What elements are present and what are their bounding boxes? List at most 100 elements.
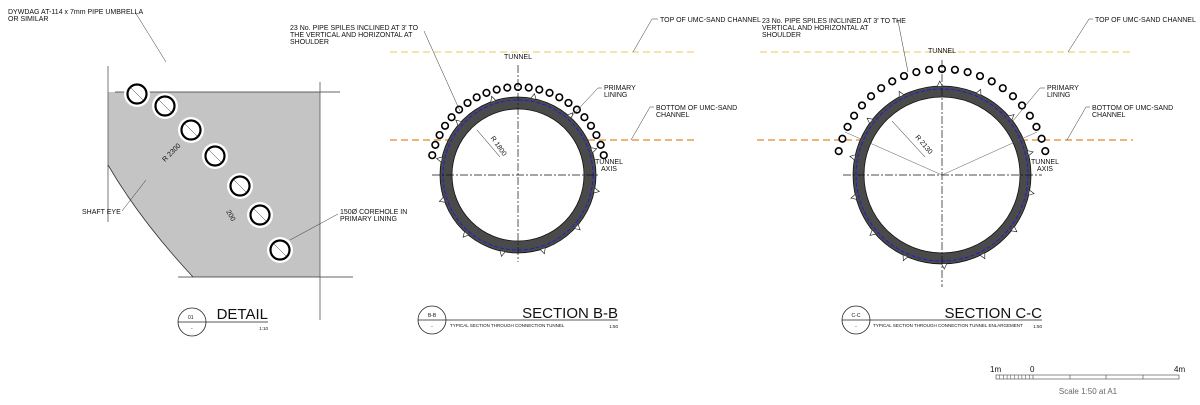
top-channel-label: TOP OF UMC-SAND CHANNEL [660,17,761,24]
scale-right-label: 4m [1174,365,1185,374]
rock-bolt-marker [850,194,857,200]
rock-bolt-marker [849,154,856,161]
scale-caption: Scale 1:50 at A1 [1059,387,1118,396]
primary-lining-label-2: LINING [604,92,627,99]
pipe-spile [428,151,437,160]
pipe-axis [253,208,267,222]
rock-bolt-marker [1028,189,1035,196]
rock-bolt-marker [435,156,443,163]
pipe-spile [463,98,472,108]
detail-title: DETAIL [217,306,268,323]
pipe-spile [998,84,1007,93]
tunnel-axis-label: TUNNEL [1031,159,1059,166]
pipe-spile [1017,101,1027,110]
bottom-channel-label-2: CHANNEL [656,112,690,119]
pipe-axis [208,149,222,163]
pipe-spile [877,84,886,93]
rock-bolt-marker [980,253,986,260]
pipe-spile [843,122,852,131]
rock-bolt-marker [567,112,574,119]
pipe-spile [888,77,897,86]
pipe-spile [950,65,960,74]
detail-scale: 1:10 [259,326,268,331]
rock-bolt-marker [898,90,904,97]
rock-bolt-marker [574,224,581,231]
corehole-label: 150Ø COREHOLE IN [340,209,407,216]
section-cc: R 2130 23 No. PIPE SPILES INCLINED AT 3'… [757,17,1196,335]
tunnel-cl-label: TUNNEL [928,48,956,55]
pipe-spile [1037,134,1046,143]
pipe-label: DYWDAG AT-114 x 7mm PIPE UMBRELLA [8,9,143,16]
pipe-spile [599,151,608,160]
pipe-spile [838,134,847,143]
pipe-spile [963,68,972,77]
rock-bolt-marker [1008,114,1015,120]
cc-ref-sheet: - [855,324,857,330]
cc-ref-number: C-C [852,313,861,319]
spiles-label: 23 No. PIPE SPILES INCLINED AT 3' TO THE [762,18,906,25]
pipe-spiles-detail [124,81,293,263]
detail-view: DYWDAG AT-114 x 7mm PIPE UMBRELLA OR SIM… [8,9,407,337]
tunnel-axis-label-2: AXIS [1037,166,1053,173]
rock-bolt-marker [499,250,506,258]
rock-bolt-marker [462,231,469,238]
rock-bolt-marker [591,147,598,153]
pipe-spile [975,71,985,81]
pipe-spile [564,98,573,108]
rock-bolt-marker [937,80,943,87]
spiles-label-2: VERTICAL AND HORIZONTAL AT [762,25,869,32]
pipe-axis [158,99,172,113]
pipe-spile [545,88,554,97]
pipe-spile [834,147,843,156]
detail-ref-number: 01 [188,315,194,321]
pipe-spile [592,130,601,140]
pipe-axis [273,243,287,257]
pipe-axis [233,179,247,193]
spiles-label-3: SHOULDER [290,39,329,46]
bb-title: SECTION B-B [522,305,618,322]
shaft-eye-label: SHAFT EYE [82,209,121,216]
rock-bolt-marker [941,263,947,270]
pipe-spiles-cc [834,64,1050,156]
pipe-spile [482,88,491,97]
rock-bolt-marker [438,197,445,203]
bb-ref-sheet: - [431,324,433,330]
detail-ref-sheet: - [191,326,193,332]
scale-left-label: 1m [990,365,1001,374]
pipe-axis [184,123,198,137]
bb-ref-number: B-B [428,313,437,319]
rock-bolt-marker [1027,150,1034,156]
pipe-spile [440,121,450,130]
cc-subtitle: TYPICAL SECTION THROUGH CONNECTION TUNNE… [873,323,1023,328]
pipe-spile [535,85,544,94]
pipe-spile [1008,92,1018,101]
primary-lining-label: PRIMARY [604,85,636,92]
pipe-axis [130,87,144,101]
rock-bolt-marker [1011,226,1018,233]
pipe-spile [866,92,876,101]
spiles-label-2: THE VERTICAL AND HORIZONTAL AT [290,32,413,39]
pipe-spile [1025,111,1034,120]
pipe-spile [503,83,512,92]
pipe-spile [431,140,440,150]
rock-bolt-marker [455,119,462,126]
rock-bolt-marker [530,92,537,100]
pipe-spile [447,113,456,122]
section-bb: R 1800 23 No. PIPE SPILES INCLINED AT 3'… [290,17,761,335]
top-channel-label: TOP OF UMC-SAND CHANNEL [1095,17,1196,24]
pipe-spile [492,85,501,94]
rock-bolt-marker [866,117,873,124]
pipe-spile [524,83,533,92]
spiles-label: 23 No. PIPE SPILES INCLINED AT 3' TO [290,25,419,32]
bottom-channel-label: BOTTOM OF UMC-SAND [656,105,737,112]
tunnel-axis-label: TUNNEL [595,159,623,166]
rock-bolt-marker [540,248,546,255]
pipe-spile [857,101,867,110]
pipe-spile [987,77,996,86]
rock-bolt-marker [593,187,601,194]
pipe-spile [580,113,589,122]
pipe-spile [912,68,921,77]
rock-bolt-marker [490,95,496,102]
